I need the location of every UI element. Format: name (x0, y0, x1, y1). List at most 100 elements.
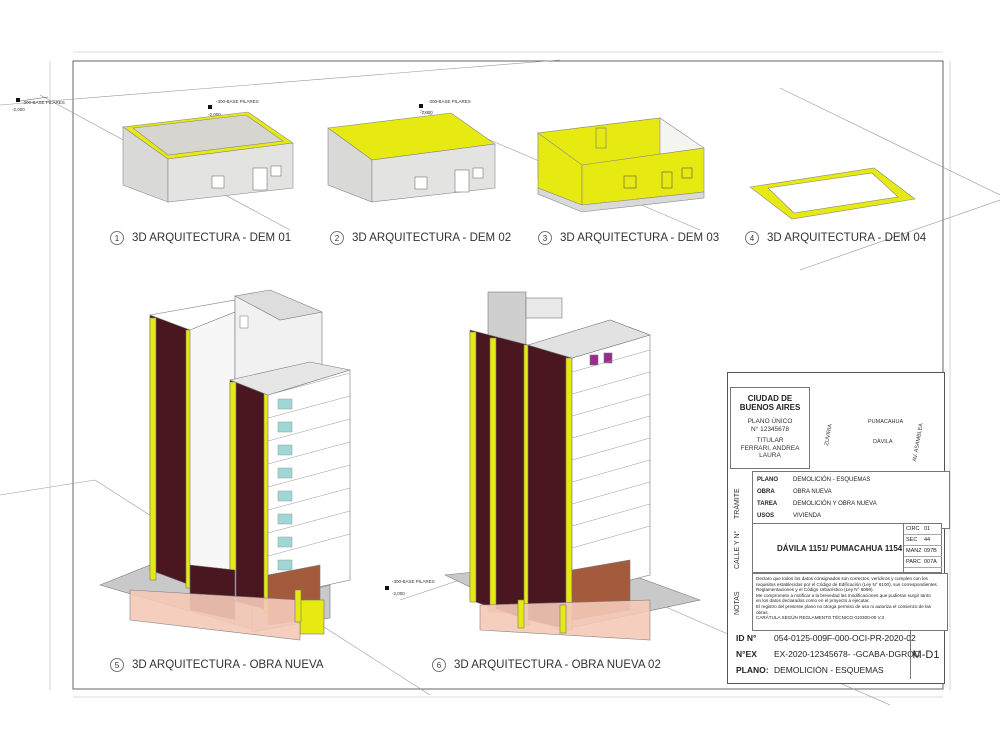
street-label: AV. ASAMBLEA (912, 422, 925, 463)
balcony-window (277, 513, 293, 525)
floor-line (267, 510, 351, 534)
level-value: -2,000 (208, 112, 221, 117)
view-obra-nueva-floors (267, 372, 351, 571)
notas-box: Declaro que todos los datos consignados … (752, 573, 948, 631)
floor-line (571, 503, 651, 527)
view-caption: 5 3D ARQUITECTURA - OBRA NUEVA (110, 658, 324, 672)
titular-name-2: LAURA (759, 452, 781, 459)
view-caption: 2 3D ARQUITECTURA - DEM 02 (330, 231, 511, 245)
plano-unico: PLANO ÚNICO (747, 418, 793, 425)
floor-line (571, 371, 651, 395)
city-line-2: BUENOS AIRES (739, 403, 801, 412)
floor-line (267, 395, 351, 419)
nota-line: CARÁTULA SEGÚN REGLAMENTO TÉCNICO 010300… (756, 615, 885, 621)
view-title: 3D ARQUITECTURA - DEM 02 (352, 232, 512, 244)
sheet-code: M-D1 (910, 631, 941, 679)
title-block: CIUDAD DE BUENOS AIRES PLANO ÚNICO N° 12… (727, 372, 950, 684)
floor-line (571, 437, 651, 461)
view-number: 5 (110, 658, 124, 672)
floor-line (571, 481, 651, 505)
view-obra-nueva-02 (443, 291, 702, 641)
notas-label: NOTAS (734, 591, 741, 615)
street-label: ZUVIRIA (824, 423, 834, 447)
nota-line: Reglamentaciones y el Código Urbanístico… (756, 587, 874, 593)
floor-line (571, 459, 651, 483)
view-dem-02 (327, 112, 496, 203)
view-caption: 6 3D ARQUITECTURA - OBRA NUEVA 02 (432, 658, 661, 672)
view-number: 6 (432, 658, 446, 672)
view-obra-nueva (99, 289, 351, 641)
floor-line (267, 464, 351, 488)
floor-line (571, 349, 651, 373)
city-line-1: CIUDAD DE (747, 394, 793, 403)
level-value: -2,000 (392, 591, 405, 596)
nota-line: El registro del presente plano no otorga… (756, 603, 931, 615)
floor-line (267, 418, 351, 442)
view-obra-nueva-02-floors (571, 349, 651, 549)
floor-line (571, 415, 651, 439)
view-title: 3D ARQUITECTURA - DEM 04 (767, 232, 927, 244)
view-title: 3D ARQUITECTURA - DEM 03 (560, 232, 720, 244)
view-caption: 3 3D ARQUITECTURA - DEM 03 (538, 231, 719, 245)
balcony-window (277, 490, 293, 502)
view-title: 3D ARQUITECTURA - OBRA NUEVA (132, 659, 324, 671)
street-label: PUMACAHUA (868, 419, 904, 425)
floor-line (571, 525, 651, 549)
id-row: ID N°054-0125-009F-000-OCI-PR-2020-02 (736, 633, 916, 643)
plano-row: PLANO:DEMOLICIÓN - ESQUEMAS (736, 665, 884, 675)
nota-line: en los datos declarados como en el proye… (756, 598, 870, 604)
level-label: -300-BASE PILARES (392, 579, 435, 584)
level-marker-3: -300-BASE PILARES -2,000 (419, 99, 471, 115)
street-label: DÁVILA (873, 439, 893, 445)
level-value: -2,000 (12, 107, 25, 112)
balcony-window (277, 559, 293, 571)
floor-line (267, 533, 351, 557)
city-box: CIUDAD DE BUENOS AIRES PLANO ÚNICO N° 12… (730, 387, 810, 469)
view-caption: 4 3D ARQUITECTURA - DEM 04 (745, 231, 926, 245)
tramite-label: TRÁMITE (734, 488, 741, 519)
level-value: -2,000 (420, 110, 433, 115)
view-number: 1 (110, 231, 124, 245)
nota-line: requisitos establecidos por el Código de… (756, 581, 937, 587)
view-dem-03 (537, 117, 705, 213)
level-label: -300-BASE PILARES (428, 99, 471, 104)
nota-line: Me comprometo a notificar a la brevedad … (756, 592, 931, 598)
floor-line (267, 372, 351, 396)
floor-line (267, 441, 351, 465)
view-caption: 1 3D ARQUITECTURA - DEM 01 (110, 231, 291, 245)
plano-number: N° 12345678 (750, 425, 790, 433)
level-label: -300-BASE PILARES (22, 100, 65, 105)
level-marker-2: -300-BASE PILARES -2,000 (208, 99, 259, 117)
view-number: 4 (745, 231, 759, 245)
level-marker-4: -300-BASE PILARES -2,000 (385, 579, 435, 596)
balcony-window (277, 536, 293, 548)
view-dem-04 (749, 167, 916, 220)
view-title: 3D ARQUITECTURA - OBRA NUEVA 02 (454, 659, 661, 671)
view-dem-01 (122, 111, 294, 203)
address: DÁVILA 1151/ PUMACAHUA 1154 (777, 544, 903, 553)
titular-name: FERRARI, ANDREA (740, 444, 800, 452)
view-number: 2 (330, 231, 344, 245)
balcony-window (277, 467, 293, 479)
nota-line: Declaro que todos los datos consignados … (756, 576, 928, 581)
balcony-window (277, 444, 293, 456)
level-label: -300-BASE PILARES (216, 99, 259, 104)
balcony-window (277, 398, 293, 410)
floor-line (267, 487, 351, 511)
calle-label: CALLE Y N° (734, 530, 741, 569)
floor-line (571, 393, 651, 417)
titular-label: TITULAR (756, 437, 784, 444)
level-marker-1: -300-BASE PILARES -2,000 (12, 96, 65, 112)
balcony-window (277, 421, 293, 433)
view-number: 3 (538, 231, 552, 245)
view-title: 3D ARQUITECTURA - DEM 01 (132, 232, 292, 244)
